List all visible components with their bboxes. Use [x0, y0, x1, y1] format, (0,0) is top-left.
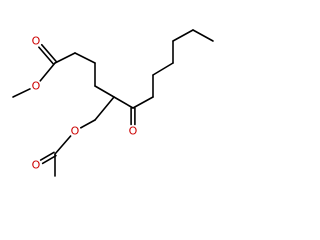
atom-o-ketone: O — [127, 125, 139, 138]
bond-ch2-oE — [79, 119, 96, 129]
bond-oE-cA — [54, 135, 72, 155]
atom-label-o: O — [32, 35, 41, 48]
molecule-structure: O O O O O — [12, 29, 214, 177]
atom-label-o: O — [32, 80, 41, 93]
bond-c4-c5 — [113, 96, 134, 109]
atom-o-ester-carbonyl: O — [30, 35, 42, 48]
atom-o-acetate-ether: O — [69, 125, 81, 138]
bond-c3-c4 — [94, 85, 115, 98]
bond-c9-c10 — [172, 29, 194, 42]
double-bond-c1-oC — [38, 46, 55, 66]
atom-label-o: O — [32, 159, 41, 172]
bond-c4-ch2 — [94, 96, 115, 121]
bond-c5-c6 — [132, 96, 154, 109]
double-bond-cA-oA — [41, 154, 57, 165]
atom-o-ester-methoxy: O — [30, 80, 42, 93]
atom-o-acetate-carbonyl: O — [30, 159, 42, 172]
bond-c2x-c2 — [74, 52, 96, 64]
atom-label-o: O — [71, 125, 80, 138]
bond-me-oM — [12, 88, 31, 98]
atom-layer: O O O O O — [30, 35, 139, 172]
atom-label-o: O — [129, 125, 138, 138]
bond-layer — [12, 29, 214, 177]
bond-c10-c11 — [192, 29, 214, 42]
bond-c7-c8 — [152, 62, 174, 76]
bond-oM-c1 — [39, 62, 56, 82]
double-bond-c1-oC — [40, 43, 58, 63]
bond-c1-c2x — [54, 52, 76, 64]
double-bond-cA-oA — [39, 151, 55, 161]
